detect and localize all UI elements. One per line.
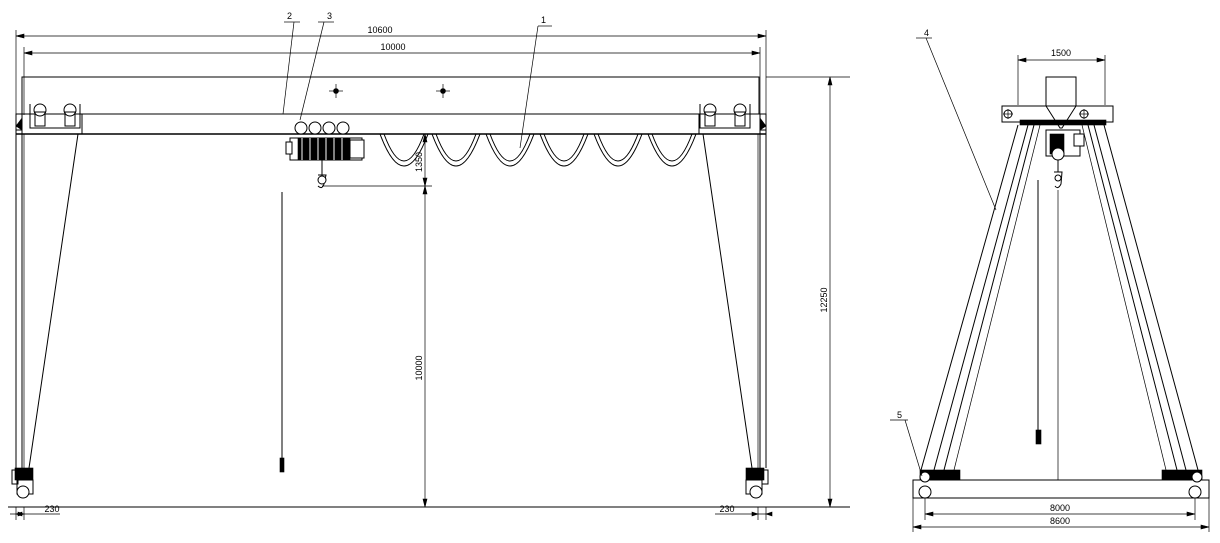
- dim-hook-distance: 1350: [414, 133, 428, 187]
- callout-leg: 4: [916, 28, 997, 211]
- dim-wheel-base-label: 8000: [1050, 503, 1070, 513]
- right-leg: [702, 130, 767, 469]
- main-girder: [15, 76, 767, 135]
- callout-end-beam: 2: [282, 11, 300, 115]
- callout-travel-mechanism: 5: [890, 410, 923, 477]
- front-view: 10600 10000: [8, 11, 850, 520]
- callout-leg-label: 4: [924, 28, 929, 38]
- lifting-point-marker: [329, 84, 343, 98]
- dim-span-label: 10000: [380, 42, 405, 52]
- travel-wheel-left: [11, 467, 34, 499]
- pendant-control: [279, 192, 285, 473]
- end-beam-left: [15, 103, 81, 131]
- side-leg-right: [1081, 124, 1199, 471]
- callout-hoist-label: 3: [327, 11, 332, 21]
- callout-main-girder-label: 1: [541, 15, 546, 25]
- side-hoist: [1045, 129, 1085, 189]
- dim-hook-distance-label: 1350: [414, 152, 424, 172]
- dim-lift-height-label: 10000: [414, 355, 424, 380]
- dim-overall-width: 10600: [15, 25, 767, 115]
- side-top-beam: [1001, 76, 1114, 129]
- dim-span: 10000: [23, 42, 761, 115]
- dim-right-offset-label: 230: [719, 504, 734, 514]
- side-pendant: [1035, 180, 1059, 480]
- dim-base-width-label: 8600: [1050, 516, 1070, 526]
- callout-main-girder: 1: [519, 15, 552, 149]
- side-leg-left: [920, 124, 1041, 471]
- side-base-beam: [912, 469, 1210, 499]
- dim-wheel-base: 8000: [924, 498, 1196, 520]
- lifting-point-marker: [436, 84, 450, 98]
- dim-total-height: 12250: [766, 76, 850, 508]
- callout-hoist: 3: [299, 11, 334, 121]
- dim-base-width: 8600: [912, 498, 1210, 532]
- dim-left-offset-label: 230: [44, 504, 59, 514]
- dim-left-offset: 230: [10, 504, 60, 520]
- electric-hoist: [285, 121, 365, 189]
- callout-travel-mechanism-label: 5: [897, 410, 902, 420]
- travel-wheel-right: [745, 467, 769, 499]
- left-leg: [15, 130, 79, 469]
- dim-right-offset: 230: [715, 504, 773, 520]
- dim-overall-width-label: 10600: [367, 25, 392, 35]
- dim-top-width: 1500: [1017, 48, 1106, 105]
- dim-top-width-label: 1500: [1051, 48, 1071, 58]
- dim-total-height-label: 12250: [819, 287, 829, 312]
- end-beam-right: [699, 103, 767, 131]
- dim-lift-height: 10000: [322, 185, 432, 508]
- side-view: 1500: [890, 28, 1210, 532]
- callout-end-beam-label: 2: [287, 11, 292, 21]
- festoon-cable: [379, 133, 697, 167]
